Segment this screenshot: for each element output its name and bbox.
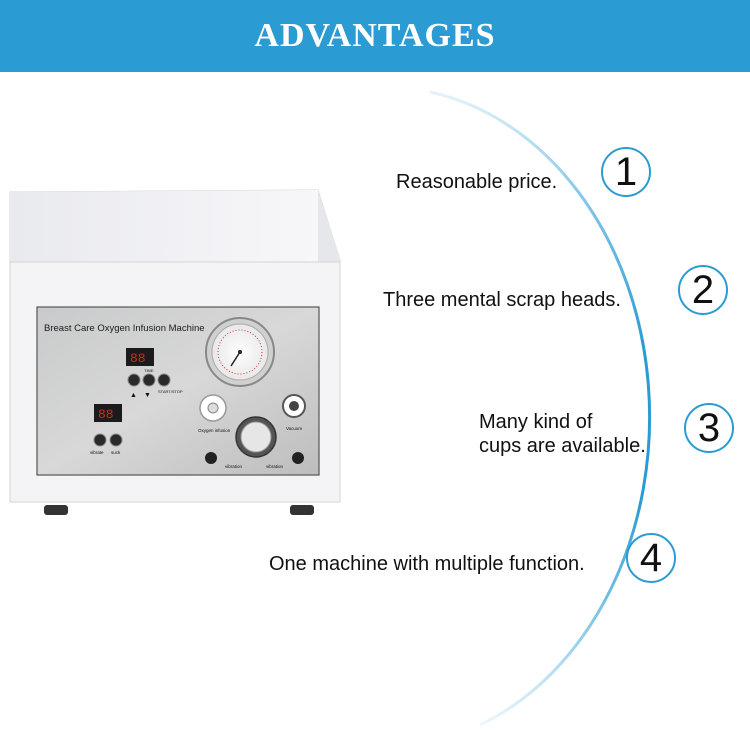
svg-text:suck: suck <box>111 450 121 455</box>
panel-title: Breast Care Oxygen Infusion Machine <box>44 323 205 334</box>
advantage-text-3a: Many kind of <box>479 411 593 433</box>
advantage-text-4: One machine with multiple function. <box>269 553 585 575</box>
svg-text:vibrate: vibrate <box>90 450 104 455</box>
svg-text:START/STOP: START/STOP <box>158 389 183 394</box>
page-title: ADVANTAGES <box>254 17 496 54</box>
advantage-number-1: 1 <box>601 147 651 197</box>
svg-text:Oxygen infusion: Oxygen infusion <box>198 428 231 433</box>
svg-text:vibration: vibration <box>266 464 284 469</box>
svg-text:vibration: vibration <box>225 464 243 469</box>
advantage-text-1: Reasonable price. <box>396 171 558 193</box>
advantage-number-2: 2 <box>678 265 728 315</box>
advantage-text-3b: cups are available. <box>479 435 646 457</box>
display-bottom: 88 <box>98 407 114 422</box>
svg-text:Vacuum: Vacuum <box>286 426 302 431</box>
svg-text:▲: ▲ <box>130 392 137 399</box>
svg-text:▼: ▼ <box>144 392 151 399</box>
advantage-number-3: 3 <box>684 403 734 453</box>
header-banner: ADVANTAGES <box>0 0 750 72</box>
display-top: 88 <box>130 351 146 366</box>
svg-text:TIME: TIME <box>144 368 154 373</box>
advantage-text-2: Three mental scrap heads. <box>383 289 621 311</box>
advantage-number-4: 4 <box>626 533 676 583</box>
